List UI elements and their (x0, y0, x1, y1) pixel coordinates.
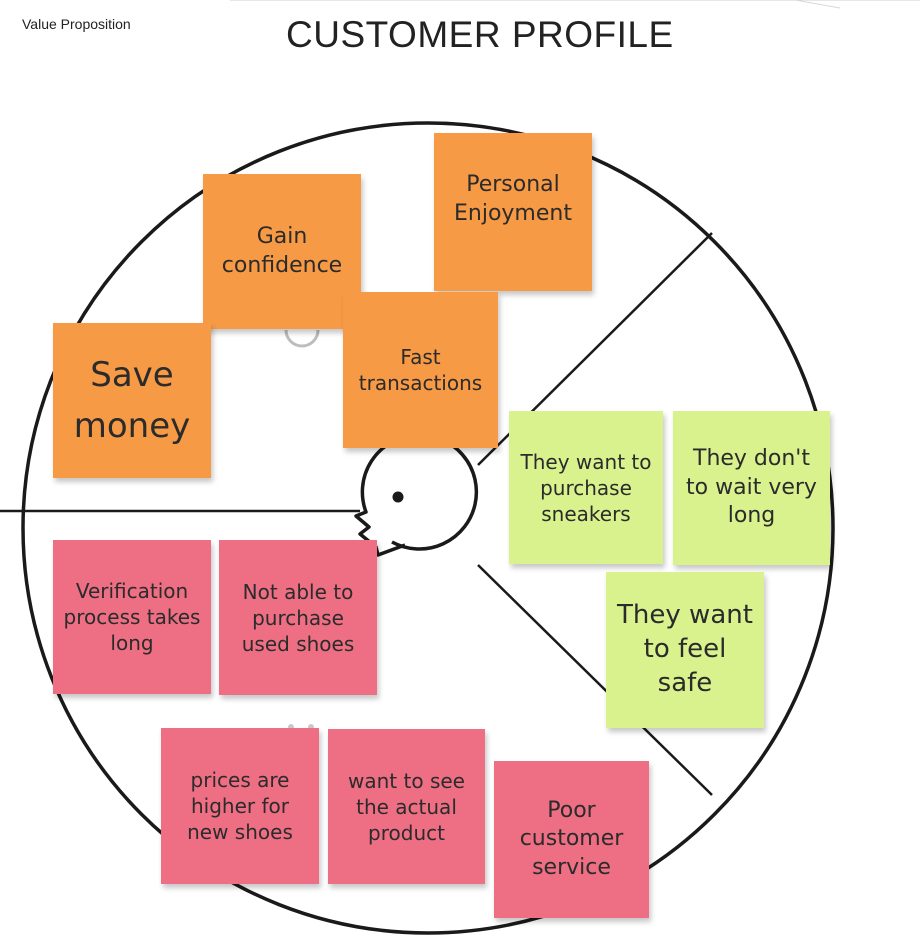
page-title: CUSTOMER PROFILE (286, 14, 674, 55)
pain-note-text: Verification process takes long (63, 579, 201, 655)
gain-note-text: Personal Enjoyment (454, 172, 572, 226)
pain-note-text: Poor customer service (519, 797, 624, 880)
gain-note-save-money[interactable]: Save money (53, 323, 211, 478)
pain-note-verification[interactable]: Verification process takes long (53, 540, 211, 694)
board-corner-edge (794, 0, 841, 9)
customer-eye-icon (392, 491, 404, 503)
job-note-text: They want to purchase sneakers (520, 449, 652, 526)
pain-note-text: want to see the actual product (348, 768, 465, 845)
job-note-text: They want to feel safe (617, 600, 753, 698)
pain-note-prices-higher[interactable]: prices are higher for new shoes (161, 728, 319, 884)
faint-connector-mark (284, 329, 320, 348)
gain-note-text: Save money (73, 354, 191, 446)
gain-note-text: Fast transactions (358, 345, 483, 395)
gain-note-personal-enjoyment[interactable]: Personal Enjoyment (434, 133, 592, 291)
job-note-feel-safe[interactable]: They want to feel safe (606, 572, 764, 728)
pain-note-poor-service[interactable]: Poor customer service (494, 761, 649, 918)
gain-note-fast-transactions[interactable]: Fast transactions (343, 292, 498, 448)
pain-note-text: prices are higher for new shoes (187, 768, 293, 844)
pain-note-used-shoes[interactable]: Not able to purchase used shoes (219, 540, 377, 695)
job-note-text: They don't to wait very long (686, 446, 817, 529)
gain-note-gain-confidence[interactable]: Gain confidence (203, 174, 361, 329)
gain-note-text: Gain confidence (221, 223, 343, 278)
job-note-purchase-sneakers[interactable]: They want to purchase sneakers (509, 411, 663, 564)
lower-divider-line (477, 564, 713, 796)
pain-note-see-product[interactable]: want to see the actual product (328, 729, 485, 884)
job-note-dont-wait[interactable]: They don't to wait very long (673, 411, 830, 565)
pain-note-text: Not able to purchase used shoes (241, 579, 355, 656)
value-proposition-label[interactable]: Value Proposition (22, 16, 131, 32)
